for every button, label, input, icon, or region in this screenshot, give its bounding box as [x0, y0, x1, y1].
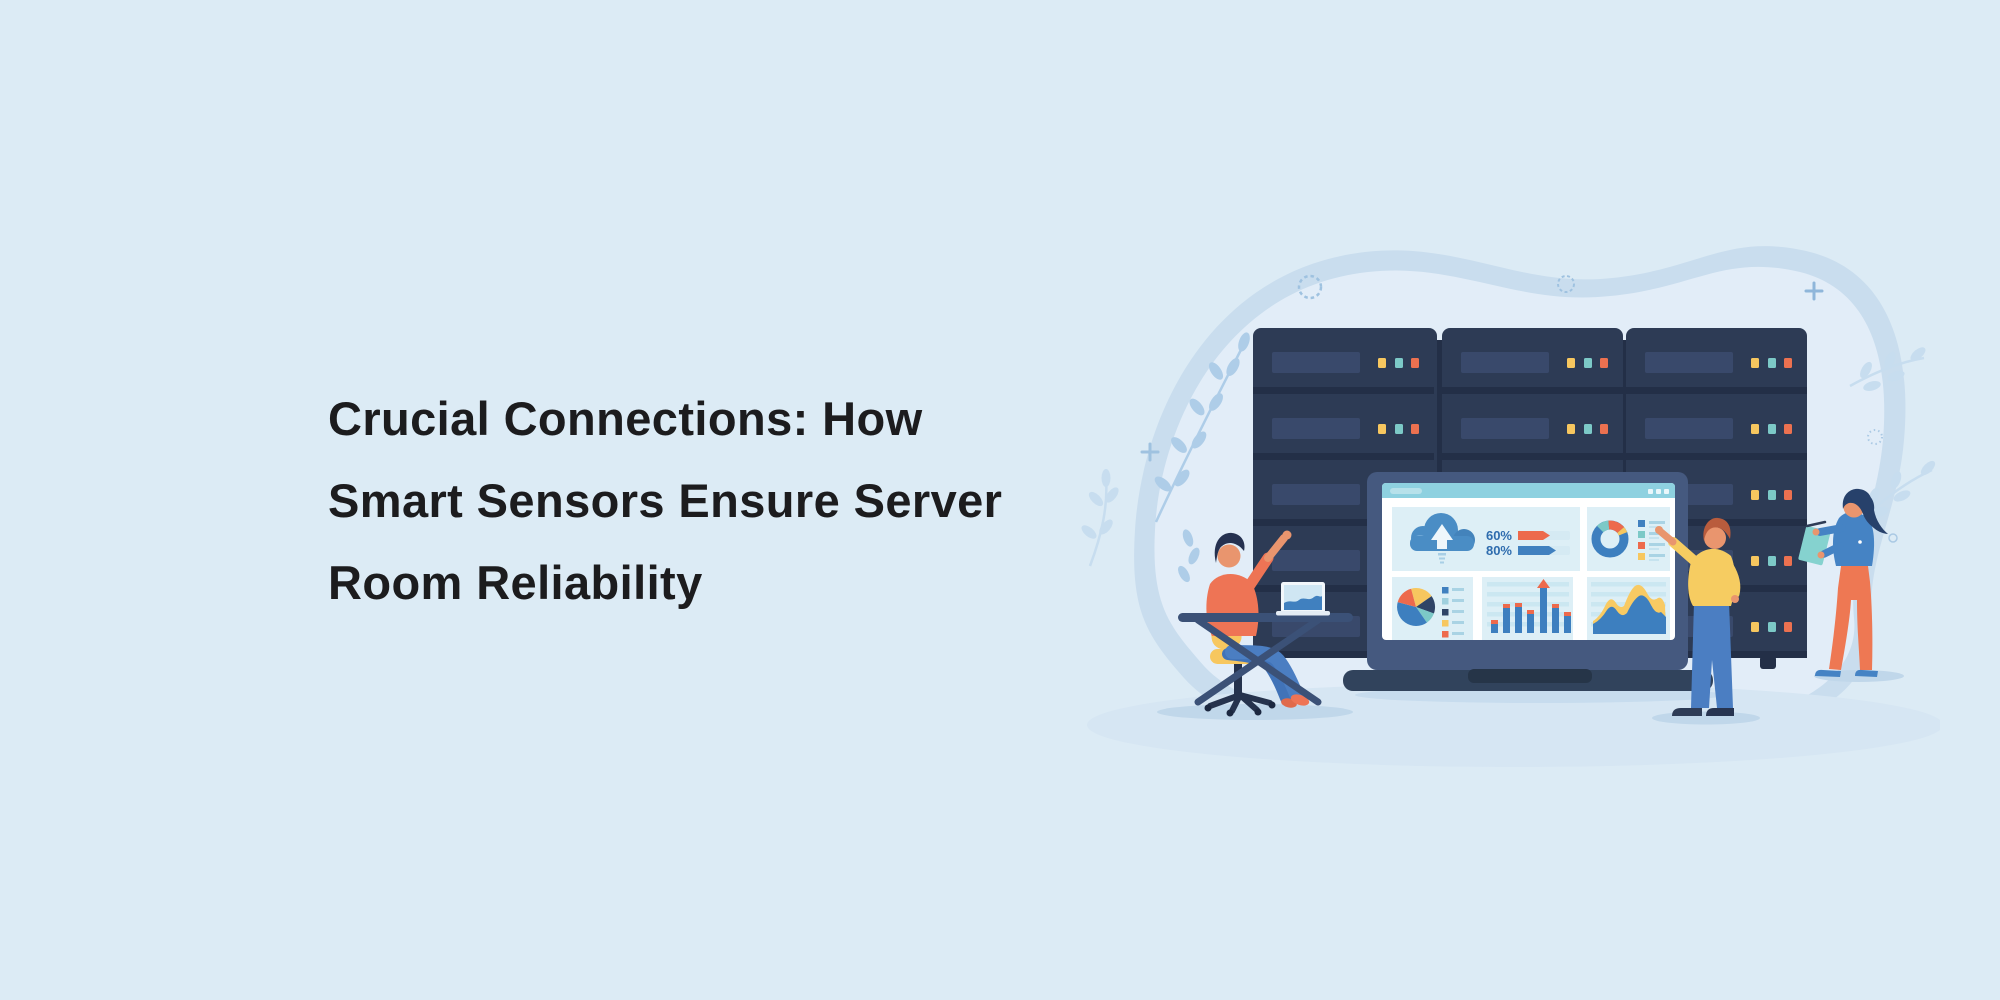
metric-80-bar [1518, 546, 1556, 555]
metric-60-bar [1518, 531, 1550, 540]
standing-man-arm [1668, 537, 1703, 569]
dashed-circle-small-icon [1557, 275, 1575, 293]
rack-foot [1760, 656, 1776, 669]
standing-man-other-arm [1724, 561, 1741, 599]
woman-shoe [1855, 669, 1878, 677]
pie-legend [1442, 587, 1464, 638]
laptop-hinge-notch [1468, 669, 1592, 683]
standing-man [1652, 517, 1760, 725]
woman-lower-hand [1817, 551, 1825, 559]
topbar-title-pill [1390, 488, 1422, 494]
standing-man-hair [1703, 517, 1731, 541]
woman-arm [1816, 524, 1846, 536]
sitting-man-hand [1282, 530, 1292, 540]
leaf-branch-top-right-icon [1849, 347, 1926, 391]
standing-man-legs [1691, 602, 1733, 708]
sitting-man-head [1217, 544, 1241, 568]
title-line-2: Smart Sensors Ensure Server [328, 474, 1003, 527]
donut-chart [1591, 520, 1629, 558]
standing-man-other-hand [1731, 595, 1739, 603]
standing-man-shoe [1706, 708, 1734, 716]
window-dots-icon [1648, 489, 1669, 494]
dotted-circle-icon [1867, 429, 1883, 445]
standing-man-forearm [1657, 528, 1677, 546]
leaf-branch-right-icon [1859, 460, 1936, 523]
plus-icon-left [1140, 442, 1160, 462]
server-room-illustration: 60% 80% [1081, 246, 1940, 767]
article-title: Crucial Connections: How Smart Sensors E… [328, 378, 1108, 624]
cloud-upload-icon [1410, 513, 1475, 564]
woman-hair-back [1865, 493, 1888, 534]
small-ring-icon [1888, 533, 1898, 543]
dashboard-topbar [1382, 483, 1675, 498]
sitting-man-scene [1157, 530, 1353, 720]
sitting-man-hair [1214, 532, 1245, 563]
plus-icon-right [1804, 281, 1824, 301]
title-line-1: Crucial Connections: How [328, 392, 923, 445]
standing-man-shadow [1652, 711, 1760, 725]
pen-icon [1805, 520, 1827, 528]
metric-60-label: 60% [1486, 528, 1512, 543]
leaf-branch-far-left-icon [1081, 469, 1119, 567]
woman-button [1858, 540, 1862, 544]
sitting-man-shoe [1290, 694, 1310, 706]
standing-man-head [1704, 527, 1726, 549]
sitting-man-forearm [1264, 534, 1288, 562]
dashed-circle-icon [1297, 274, 1323, 300]
standing-man-hand [1655, 526, 1663, 534]
woman [1798, 488, 1904, 682]
woman-hand [1812, 528, 1820, 536]
woman-shoe [1815, 669, 1841, 677]
leaf-branch-left-icon [1154, 332, 1250, 583]
pie-chart [1397, 588, 1436, 626]
metric-80-label: 80% [1486, 543, 1512, 558]
woman-pants [1829, 566, 1873, 670]
woman-lower-arm [1820, 542, 1844, 558]
usage-metrics: 60% 80% [1486, 528, 1570, 558]
standing-man-shoe [1672, 708, 1702, 716]
title-line-3: Room Reliability [328, 556, 703, 609]
area-chart [1591, 582, 1666, 634]
mini-laptop [1276, 582, 1330, 616]
donut-legend [1638, 520, 1665, 561]
sitting-man-arm [1242, 552, 1274, 594]
bar-chart [1487, 579, 1571, 633]
laptop: 60% 80% [1343, 472, 1713, 691]
